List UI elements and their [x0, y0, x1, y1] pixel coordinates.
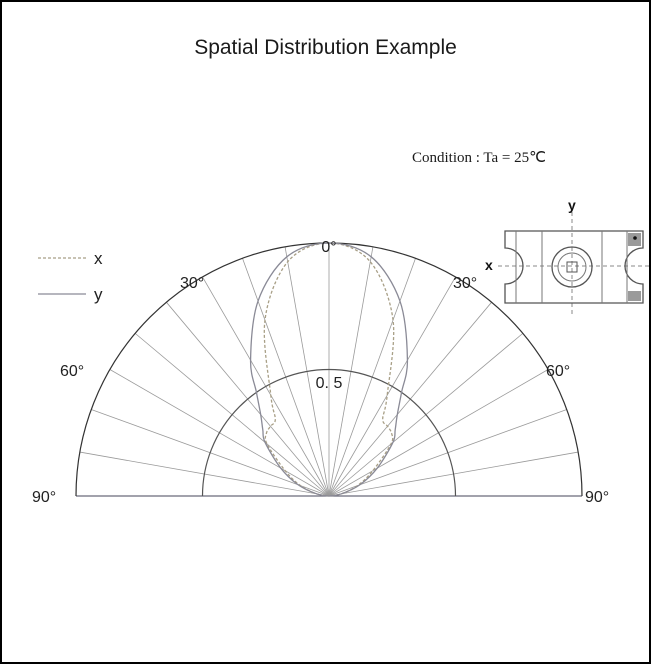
angle-tick-label: 60°	[546, 363, 570, 380]
legend-label-y: y	[94, 285, 103, 304]
angle-tick-label: 90°	[585, 489, 609, 506]
series-y-curve	[249, 242, 409, 497]
polar-grid	[75, 242, 583, 497]
package-outline	[504, 230, 644, 304]
legend-label-x: x	[94, 249, 103, 268]
package-chip	[566, 261, 578, 273]
package-lens-inner	[557, 252, 587, 282]
led-package-diagram: y x	[485, 197, 649, 316]
angle-tick-label: 90°	[32, 489, 56, 506]
condition-note: Condition : Ta = 25℃	[412, 150, 546, 166]
package-lens-outer	[551, 246, 593, 288]
angle-tick-label: 60°	[60, 363, 84, 380]
polar-series	[249, 242, 409, 497]
angle-tick-label: 0°	[321, 239, 336, 256]
chart-title: Spatial Distribution Example	[194, 36, 457, 59]
package-pad-mark	[628, 291, 641, 301]
polar-axis-labels: 90° 60° 30° 0° 30° 60° 90° 0. 5	[32, 239, 609, 506]
radius-tick-label: 0. 5	[316, 375, 343, 392]
package-x-label: x	[485, 257, 493, 273]
angle-tick-label: 30°	[180, 275, 204, 292]
polar-half-ring	[201, 368, 457, 497]
package-y-label: y	[568, 197, 576, 213]
angle-tick-label: 30°	[453, 275, 477, 292]
chart-legend: x y	[38, 249, 103, 304]
package-polarity-dot	[633, 236, 637, 240]
